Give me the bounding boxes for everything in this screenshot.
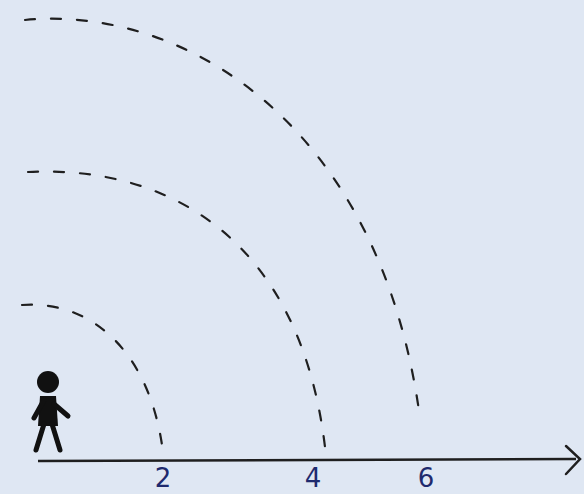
axis-tick-label: 2 [155, 465, 172, 491]
axis-tick-label: 6 [418, 465, 435, 491]
middle-trajectory [28, 172, 325, 447]
axis-tick-label: 4 [305, 465, 322, 491]
short-trajectory [22, 305, 163, 452]
long-trajectory [25, 19, 420, 418]
stick-figure [34, 371, 68, 450]
